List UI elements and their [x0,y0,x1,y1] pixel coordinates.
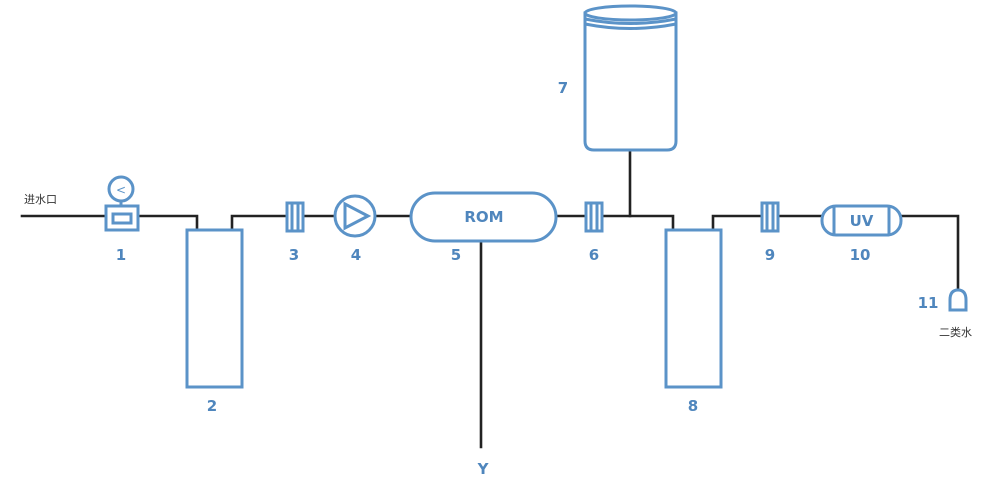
flow-meter-window [111,212,133,225]
rom-membrane: ROM [409,191,558,243]
component-number-7: 7 [558,79,568,97]
component-number-6: 6 [589,246,599,264]
component-number-2: 2 [207,397,217,415]
rom-label: ROM [464,208,503,226]
component-number-1: 1 [116,246,126,264]
faucet-icon [948,288,968,312]
inlet-label: 进水口 [24,193,57,206]
component-number-10: 10 [850,246,871,264]
flow-meter: < [104,175,140,232]
component-number-11: 11 [918,294,939,312]
drain-label: Y [477,460,490,478]
uv-sterilizer: UV [820,204,903,237]
pipe-8-to-9 [711,214,764,232]
pretreatment-column [185,228,244,389]
pipes [20,148,960,449]
filter-3 [285,201,305,233]
component-number-3: 3 [289,246,299,264]
filter-6 [584,201,604,233]
polishing-column [664,228,723,389]
component-number-5: 5 [451,246,461,264]
component-number-9: 9 [765,246,775,264]
outlet-label: 二类水 [939,325,972,339]
pipe-6-to-8 [600,214,675,232]
pump-icon [333,194,377,238]
gauge-symbol: < [116,183,126,197]
storage-tank [583,4,678,152]
component-number-8: 8 [688,397,698,415]
pipe-1-to-2 [136,214,199,232]
pipe-2-to-3 [230,214,289,232]
pipe-10-to-11 [899,214,960,292]
uv-label: UV [850,212,874,230]
component-number-4: 4 [351,246,361,264]
filter-9 [760,201,780,233]
